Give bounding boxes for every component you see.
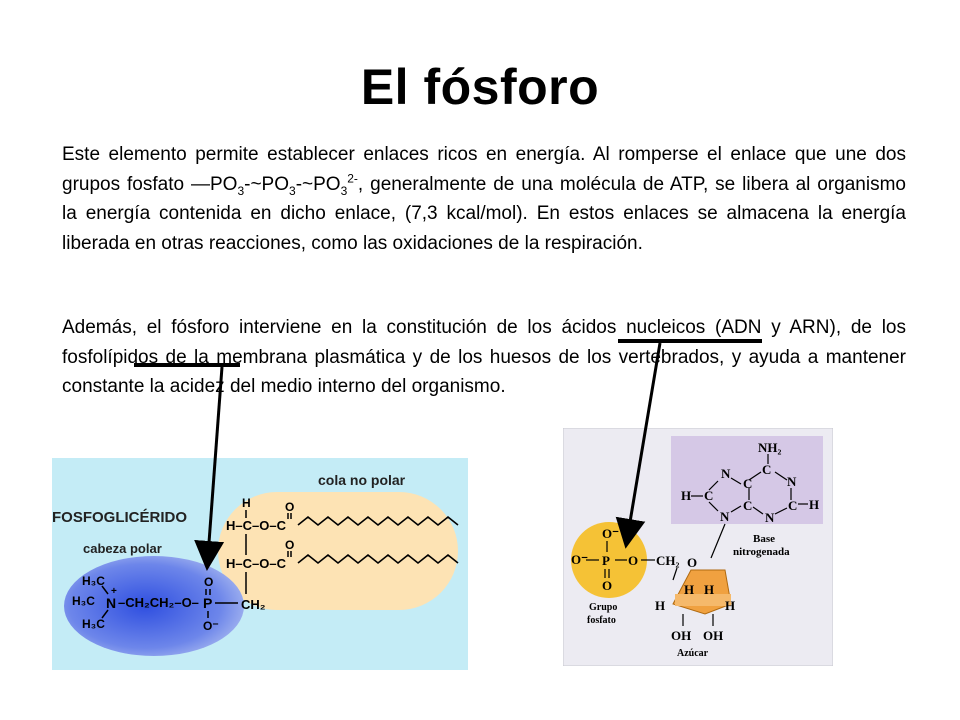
sugar-label: Azúcar	[677, 648, 709, 659]
glycerol-c2: H–C–O–C	[226, 556, 287, 571]
base-c-right: C	[788, 498, 797, 513]
fatty-acid-tail-1	[297, 515, 459, 527]
base-h-right: H	[809, 497, 819, 512]
sugar-ring-edge	[675, 594, 731, 606]
carbonyl-o-1: O	[285, 500, 294, 514]
phosphate-o-minus-left: O⁻	[571, 552, 588, 567]
page-title: El fósforo	[360, 59, 600, 115]
base-n-bottom: N	[765, 510, 775, 525]
phosphate-o-minus-top: O⁻	[602, 526, 619, 541]
base-n-left: N	[721, 466, 731, 481]
nonpolar-tail-region	[218, 492, 458, 610]
sugar-h-inner-left: H	[684, 582, 694, 597]
paragraph-phosphate-bonds: Este elemento permite establecer enlaces…	[62, 144, 906, 254]
glycerol-h-top: H	[242, 496, 251, 510]
sugar-oh-right: OH	[703, 628, 723, 643]
base-n-right: N	[787, 474, 797, 489]
sugar-h-right: H	[725, 598, 735, 613]
methyl-mid: H₃C	[72, 594, 95, 608]
highlight-nucleic-acids: ácidos nucleicos	[561, 317, 706, 338]
sugar-h-left: H	[655, 598, 665, 613]
base-label-2: nitrogenada	[733, 546, 790, 558]
phosphate-o-bottom: O	[602, 578, 612, 593]
nonpolar-tail-label: cola no polar	[318, 472, 406, 488]
base-nh2: NH₂	[758, 440, 782, 455]
sugar-o: O	[687, 555, 697, 570]
nitrogen-charge: +	[111, 586, 117, 597]
polar-head-label: cabeza polar	[83, 541, 162, 556]
sugar-ch2: CH₂	[656, 553, 680, 568]
base-c-inner-bottom: C	[743, 498, 752, 513]
sugar-oh-left: OH	[671, 628, 691, 643]
nitrogen: N	[106, 595, 116, 611]
glycerol-c1: H–C–O–C	[226, 518, 287, 533]
base-c-left: C	[704, 488, 713, 503]
phosphate-o-bridge: O	[628, 553, 638, 568]
base-n-bottom-left: N	[720, 509, 730, 524]
highlight-phospholipids: fosfolípidos	[62, 346, 159, 368]
fatty-acid-tail-2	[297, 553, 459, 565]
base-label-1: Base	[753, 533, 775, 545]
nitrogenous-base-region	[671, 436, 823, 524]
base-c-inner-top: C	[743, 476, 752, 491]
sugar-h-inner-right: H	[704, 582, 714, 597]
methyl-bottom: H₃C	[82, 617, 105, 631]
phosphate-label-1: Grupo	[589, 602, 617, 613]
ethanolamine-chain: –CH₂CH₂–O–	[118, 595, 199, 610]
phosphate-p: P	[602, 553, 610, 568]
nucleotide-diagram: NH₂ C N C N H C C C H N N Base nitrogena…	[563, 428, 833, 666]
carbonyl-o-2: O	[285, 538, 294, 552]
base-h-left: H	[681, 488, 691, 503]
paragraph-phosphorus-roles: Además, el fósforo interviene en la cons…	[62, 317, 906, 397]
phosphate-o-top: O	[204, 575, 213, 589]
phospholipid-diagram: FOSFOGLICÉRIDO cola no polar cabeza pola…	[52, 458, 468, 670]
phosphate-o-bottom: O⁻	[203, 619, 219, 633]
phosphate-label-2: fosfato	[587, 615, 616, 626]
phosphorus-atom: P	[203, 595, 212, 611]
glycerol-c3: CH₂	[241, 597, 266, 612]
polar-head-region	[64, 556, 244, 656]
methyl-top: H₃C	[82, 574, 105, 588]
base-c-top: C	[762, 462, 771, 477]
phosphoglyceride-title: FOSFOGLICÉRIDO	[52, 509, 187, 526]
